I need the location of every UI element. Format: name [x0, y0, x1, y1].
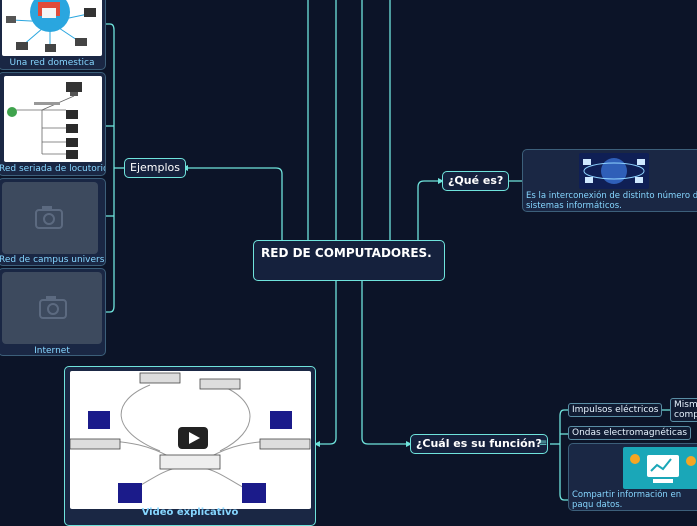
data-sharing-illustration: [630, 454, 696, 483]
function-item-electromagnetic-waves[interactable]: Ondas electromagnéticas: [568, 426, 692, 440]
internet-image-placeholder: [2, 272, 102, 344]
locutorio-network-image: [4, 76, 102, 162]
example-caption: Una red domestica: [9, 58, 95, 68]
campus-image-placeholder: [2, 182, 98, 254]
example-caption: Red de campus universitario: [0, 255, 105, 265]
video-caption: Video explicativo: [141, 507, 239, 518]
function-topic[interactable]: ¿Cuál es su función?: [410, 434, 548, 454]
function-share-card[interactable]: Compartir información en paqu datos.: [568, 443, 697, 511]
play-button-icon: [189, 432, 200, 444]
video-thumbnail[interactable]: [70, 371, 311, 509]
video-card[interactable]: Video explicativo: [64, 366, 316, 526]
camera-icon: [35, 206, 63, 229]
central-topic[interactable]: RED DE COMPUTADORES.: [253, 240, 445, 281]
network-globe-illustration: [583, 158, 645, 184]
example-caption: Internet: [34, 346, 70, 356]
what-is-description-card[interactable]: Es la interconexión de distinto número d…: [522, 149, 697, 212]
example-card-campus[interactable]: Red de campus universitario: [0, 178, 106, 266]
example-card-home-network[interactable]: Una red domestica: [0, 0, 106, 70]
function-item-electric-impulses[interactable]: Impulsos eléctricos: [568, 403, 663, 417]
central-topic-title: RED DE COMPUTADORES.: [261, 246, 432, 260]
what-is-topic[interactable]: ¿Qué es?: [442, 171, 510, 191]
what-is-description: Es la interconexión de distinto número d…: [526, 191, 697, 211]
home-network-image: [2, 0, 102, 56]
function-share-text: Compartir información en paqu datos.: [572, 490, 682, 510]
network-globe-image: [579, 153, 649, 189]
example-card-internet[interactable]: Internet: [0, 268, 106, 356]
camera-icon: [39, 296, 67, 319]
example-card-locutorio[interactable]: Red seriada de locutorio: [0, 72, 106, 176]
collapse-toggle-icon[interactable]: ≡: [539, 438, 548, 449]
example-caption: Red seriada de locutorio: [0, 164, 105, 174]
examples-topic[interactable]: Ejemplos: [124, 158, 186, 178]
locutorio-diagram: [7, 82, 82, 159]
function-item-partial-label[interactable]: Mism comp: [670, 398, 697, 422]
network-diagram-illustration: [70, 372, 311, 503]
data-sharing-image: [623, 447, 697, 489]
home-network-illustration: [6, 0, 96, 52]
